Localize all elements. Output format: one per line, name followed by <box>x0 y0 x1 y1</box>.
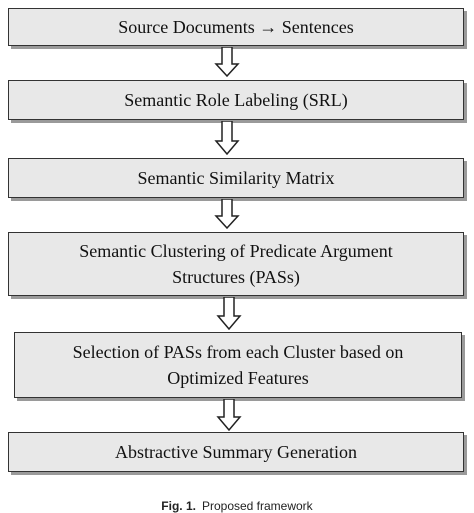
figure-caption-text: Proposed framework <box>201 499 313 513</box>
step-semantic-clustering-label-line-2: Structures (PASs) <box>172 267 300 287</box>
down-arrow-icon <box>214 47 240 77</box>
step-selection-of-pass: Selection of PASs from each Cluster base… <box>14 332 462 398</box>
step-semantic-clustering-label-line-1: Semantic Clustering of Predicate Argumen… <box>79 241 393 261</box>
step-abstractive-summary-generation: Abstractive Summary Generation <box>8 432 464 472</box>
figure-caption: Fig. 1. Proposed framework <box>0 499 474 513</box>
down-arrow-icon <box>214 121 240 155</box>
figure-caption-number: Fig. 1. <box>161 499 196 513</box>
step-semantic-similarity-matrix-label: Semantic Similarity Matrix <box>137 168 335 188</box>
down-arrow-icon <box>216 399 242 431</box>
step-selection-of-pass-label-line-1: Selection of PASs from each Cluster base… <box>72 342 404 362</box>
step-abstractive-summary-generation-label: Abstractive Summary Generation <box>115 442 357 462</box>
step-semantic-role-labeling: Semantic Role Labeling (SRL) <box>8 80 464 120</box>
step-semantic-clustering: Semantic Clustering of Predicate Argumen… <box>8 232 464 296</box>
step-source-documents-label: Source Documents → Sentences <box>118 17 354 37</box>
step-source-documents: Source Documents → Sentences <box>8 8 464 46</box>
down-arrow-icon <box>216 297 242 330</box>
step-selection-of-pass-label-line-2: Optimized Features <box>167 368 309 388</box>
down-arrow-icon <box>214 199 240 229</box>
step-semantic-similarity-matrix: Semantic Similarity Matrix <box>8 158 464 198</box>
step-semantic-role-labeling-label: Semantic Role Labeling (SRL) <box>124 90 348 110</box>
